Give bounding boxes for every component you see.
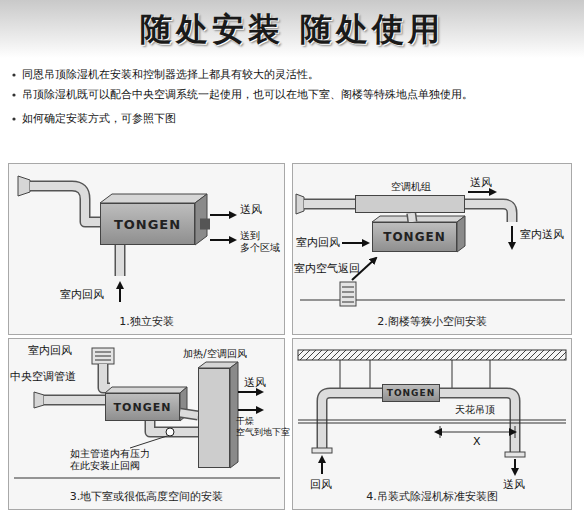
furnace-box: 加热/空调回风 [198,368,230,468]
duct-outline [180,413,198,416]
dehumidifier-unit: TONGEN [105,393,180,421]
bullet-text: 如何确定安装方式，可参照下图 [22,112,176,125]
annotation-label: 送到 多个区域 [240,230,286,254]
dehumidifier-unit: TONGEN [100,203,195,245]
duct-outline [411,213,412,222]
annotation-label: 送风 [470,176,492,189]
install-panel: 4.吊装式除湿机标准安装图 TONGEN [292,338,572,510]
bullet-dot [12,93,15,96]
unit-brand: TONGEN [383,230,446,244]
dehumidifier-unit: TONGEN [372,222,457,252]
annotation-label: 室内送风 [520,228,564,241]
unit-brand: TONGEN [114,401,172,414]
panel-caption: 4.吊装式除湿机标准安装图 [293,489,571,504]
annotation-label: 干燥 空气到地下室 [236,416,288,438]
annotation-label: 如主管道内有压力 在此安装止回阀 [70,448,165,472]
panel-caption: 2.阁楼等狭小空间安装 [293,314,571,329]
annotation-label: 天花吊顶 [455,404,495,416]
annotation-label: 室内回风 [28,344,72,357]
bullet-text: 吊顶除湿机既可以配合中央空调系统一起使用，也可以在地下室、阁楼等特殊地点单独使用… [22,88,473,101]
duct [411,213,412,222]
annotation-label: X [473,435,481,448]
annotation-label: 送风 [503,478,525,491]
annotation-label: 室内空气返回 [294,262,360,275]
bullet-dot [12,73,15,76]
annotation-label: 室内回风 [60,288,104,301]
panel-caption: 3.地下室或很低高度空间的安装 [9,489,284,504]
annotation-label: 回风 [310,478,332,491]
unit-brand: TONGEN [387,388,435,398]
duct [180,413,198,416]
duct-connector [180,413,198,416]
duct-connector [411,213,412,222]
annotation-label: 室内回风 [296,236,340,249]
panel-caption: 1.独立安装 [9,314,284,329]
annotation-label: 送风 [244,376,266,389]
dehumidifier-unit: TONGEN [382,384,440,402]
annotation-label: 中央空调管道 [10,370,76,383]
annotation-label: 送风 [240,203,262,216]
ac-unit: 空调机组 [355,195,465,213]
page-title: 随处安装 随处使用 [0,8,584,52]
bullet-dot [12,117,15,120]
unit-brand: TONGEN [114,217,181,232]
unit-heading: 加热/空调回风 [120,347,310,361]
bullet-text: 同恩吊顶除湿机在安装和控制器选择上都具有较大的灵活性。 [22,68,319,81]
